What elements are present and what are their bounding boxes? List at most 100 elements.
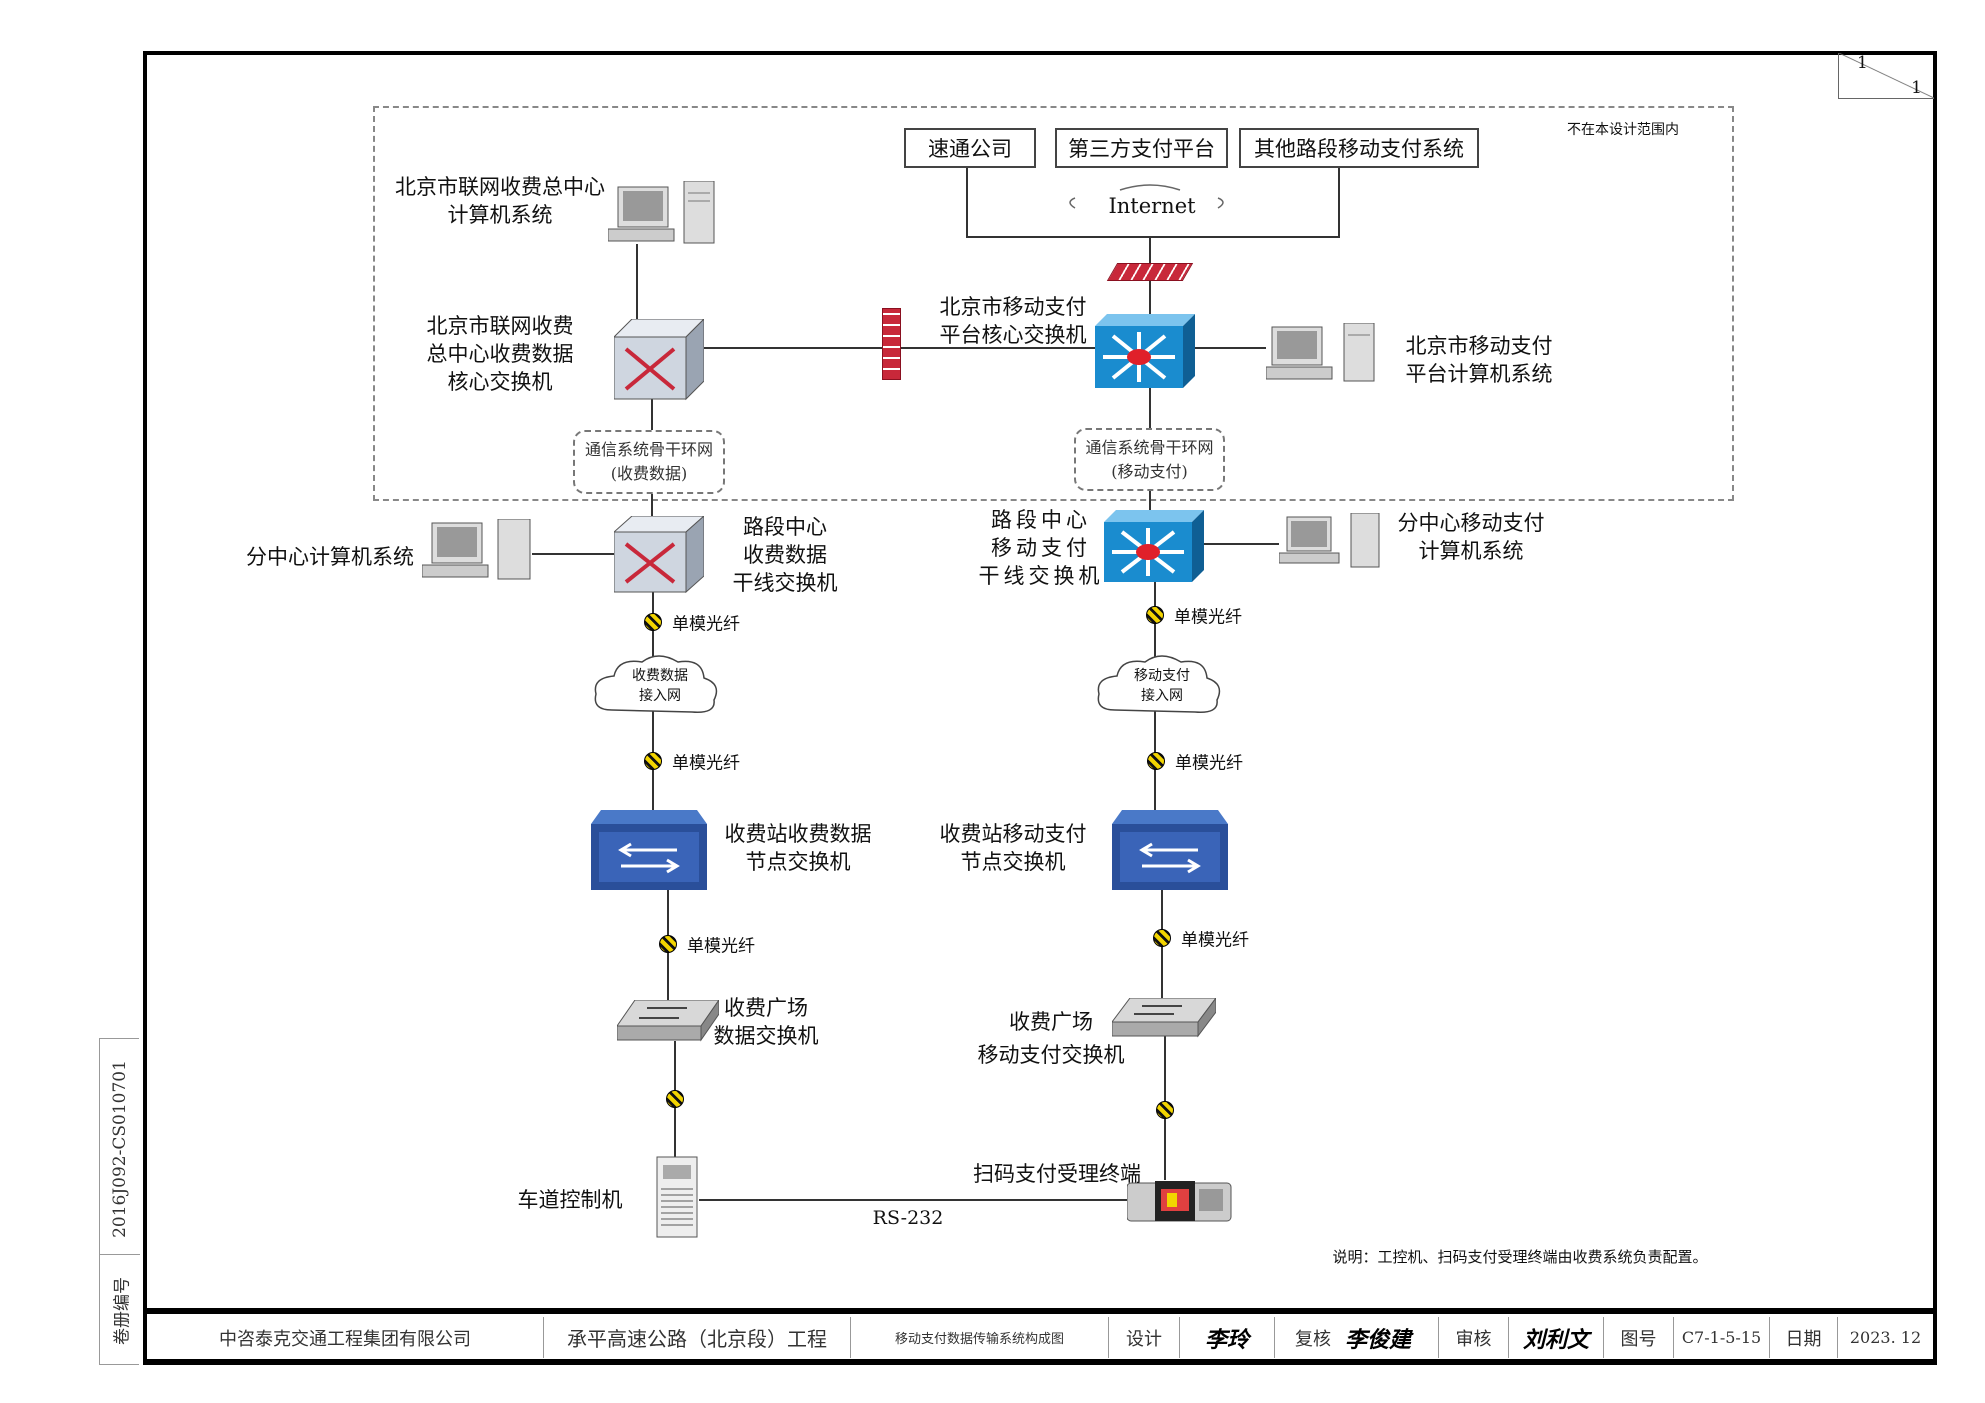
computer-icon [1279,513,1380,568]
computer-icon [422,519,531,580]
toll-trunk-label: 路段中心收费数据干线交换机 [733,513,838,597]
core-switch-label: 北京市联网收费总中心收费数据核心交换机 [427,312,574,396]
sub-center-computer-label: 分中心计算机系统 [246,545,414,569]
label-line: 平台计算机系统 [1405,362,1553,386]
sutong-box: 速通公司 [904,128,1036,168]
ring-sublabel: (收费数据) [610,464,688,483]
fiber-icon [644,752,662,770]
scope-note: 不在本设计范围内 [1567,122,1679,138]
station-switch-icon [1112,810,1228,890]
sheet-number-box: 1 1 [1838,53,1934,99]
fiber-icon [644,613,662,631]
label-line: 干线交换机 [978,564,1104,588]
volume-label: 卷册编号 [112,1277,133,1345]
lane-controller-label: 车道控制机 [517,1188,623,1212]
backbone-ring-mobile: 通信系统骨干环网(移动支付) [1074,428,1225,491]
label-line: 北京市移动支付 [939,295,1087,319]
label-line: 收费广场 [1009,1010,1093,1034]
label-line: 路段中心 [743,515,827,539]
volume-number: 2016J092-CS010701 [110,1060,130,1238]
firewall-icon [1106,263,1194,281]
station-switch-icon [591,810,707,890]
ring-label: 通信系统骨干环网 [584,440,713,459]
toll-access-label: 收费数据接入网 [632,666,688,706]
computer-icon [1266,323,1375,382]
fiber-icon [1153,929,1171,947]
scan-terminal-icon [1127,1181,1232,1222]
lane-controller-icon [656,1156,698,1238]
mobile-access-label: 移动支付接入网 [1134,666,1190,706]
sub-mobile-computer-label: 分中心移动支付计算机系统 [1398,509,1545,565]
ring-sublabel: (移动支付) [1111,461,1188,481]
fiber-icon [1156,1101,1174,1119]
scan-terminal-label: 扫码支付受理终端 [973,1162,1141,1186]
plaza-switch-icon [1112,998,1216,1038]
label-line: 分中心移动支付 [1397,511,1545,535]
firewall-icon [882,308,901,380]
company-name: 中咨泰克交通工程集团有限公司 [147,1317,544,1358]
label-line: 节点交换机 [745,850,851,874]
label-line: 干线交换机 [732,571,838,595]
fiber-label: 单模光纤 [687,936,755,957]
label-line: 接入网 [1141,688,1183,704]
mobile-computer-label: 北京市移动支付平台计算机系统 [1406,332,1553,388]
fiber-icon [659,935,677,953]
label-line: 节点交换机 [960,850,1066,874]
mobile-core-switch-label: 北京市移动支付平台核心交换机 [940,293,1087,349]
label-line: 路段中心 [991,508,1091,532]
project-name: 承平高速公路（北京段）工程 [544,1317,851,1358]
toll-node-label: 收费站收费数据节点交换机 [725,820,872,876]
audit-signature: 刘利文 [1509,1317,1604,1358]
label-line: 数据交换机 [713,1024,819,1048]
title-block [143,1308,1937,1365]
fiber-icon [1147,752,1165,770]
review-label: 复核 [1295,1328,1331,1350]
trunk-switch-icon [614,516,704,594]
fiber-label: 单模光纤 [1181,930,1249,951]
label-line: 北京市移动支付 [1405,334,1553,358]
third-party-box: 第三方支付平台 [1055,128,1228,168]
label-line: 平台核心交换机 [939,323,1087,347]
mobile-trunk-switch-icon [1104,510,1204,582]
label-line: 北京市联网收费 [426,314,574,338]
sheet-page: 1 [1857,53,1868,73]
review-signature: 李俊建 [1345,1326,1412,1353]
label-line: 收费数据 [632,668,688,684]
mobile-trunk-label: 路段中心移动支付干线交换机 [979,506,1104,590]
fiber-icon [666,1090,684,1108]
label-line: 收费站移动支付 [939,822,1087,846]
cloud-icon [594,655,718,713]
design-label: 设计 [1109,1317,1180,1358]
drawing-title: 移动支付数据传输系统构成图 [851,1317,1109,1358]
label-line: 核心交换机 [447,370,553,394]
plaza-switch-icon [617,1000,719,1042]
design-signature: 李玲 [1180,1317,1275,1358]
date-label: 日期 [1770,1317,1838,1358]
label-line: 收费站收费数据 [724,822,872,846]
plaza-toll-label: 收费广场数据交换机 [714,994,819,1050]
drawing-no: C7-1-5-15 [1674,1317,1770,1358]
computer-icon [608,181,715,244]
mobile-core-switch-icon [1095,314,1195,388]
label-line: 北京市联网收费总中心 [395,175,605,199]
rs232-label: RS-232 [872,1207,944,1229]
center-computer-label: 北京市联网收费总中心计算机系统 [395,173,605,229]
core-switch-icon [614,319,704,401]
review-cell: 复核李俊建 [1275,1317,1439,1358]
label-line: 收费广场 [724,996,808,1020]
other-roads-box: 其他路段移动支付系统 [1239,128,1479,168]
label-line: 移动支付交换机 [977,1043,1125,1067]
label-line: 接入网 [639,688,681,704]
sheet-total: 1 [1911,78,1922,98]
label-line: 计算机系统 [447,203,553,227]
audit-label: 审核 [1439,1317,1509,1358]
date-value: 2023. 12 [1849,1328,1922,1347]
volume-strip: 2016J092-CS010701 卷册编号 [99,1038,140,1365]
mobile-node-label: 收费站移动支付节点交换机 [940,820,1087,876]
label-line: 移动支付 [1134,668,1190,684]
scope-boundary [373,106,1734,501]
label-line: 移动支付 [991,536,1091,560]
plaza-mobile-label: 收费广场移动支付交换机 [978,1006,1125,1072]
cloud-icon [1097,655,1221,713]
